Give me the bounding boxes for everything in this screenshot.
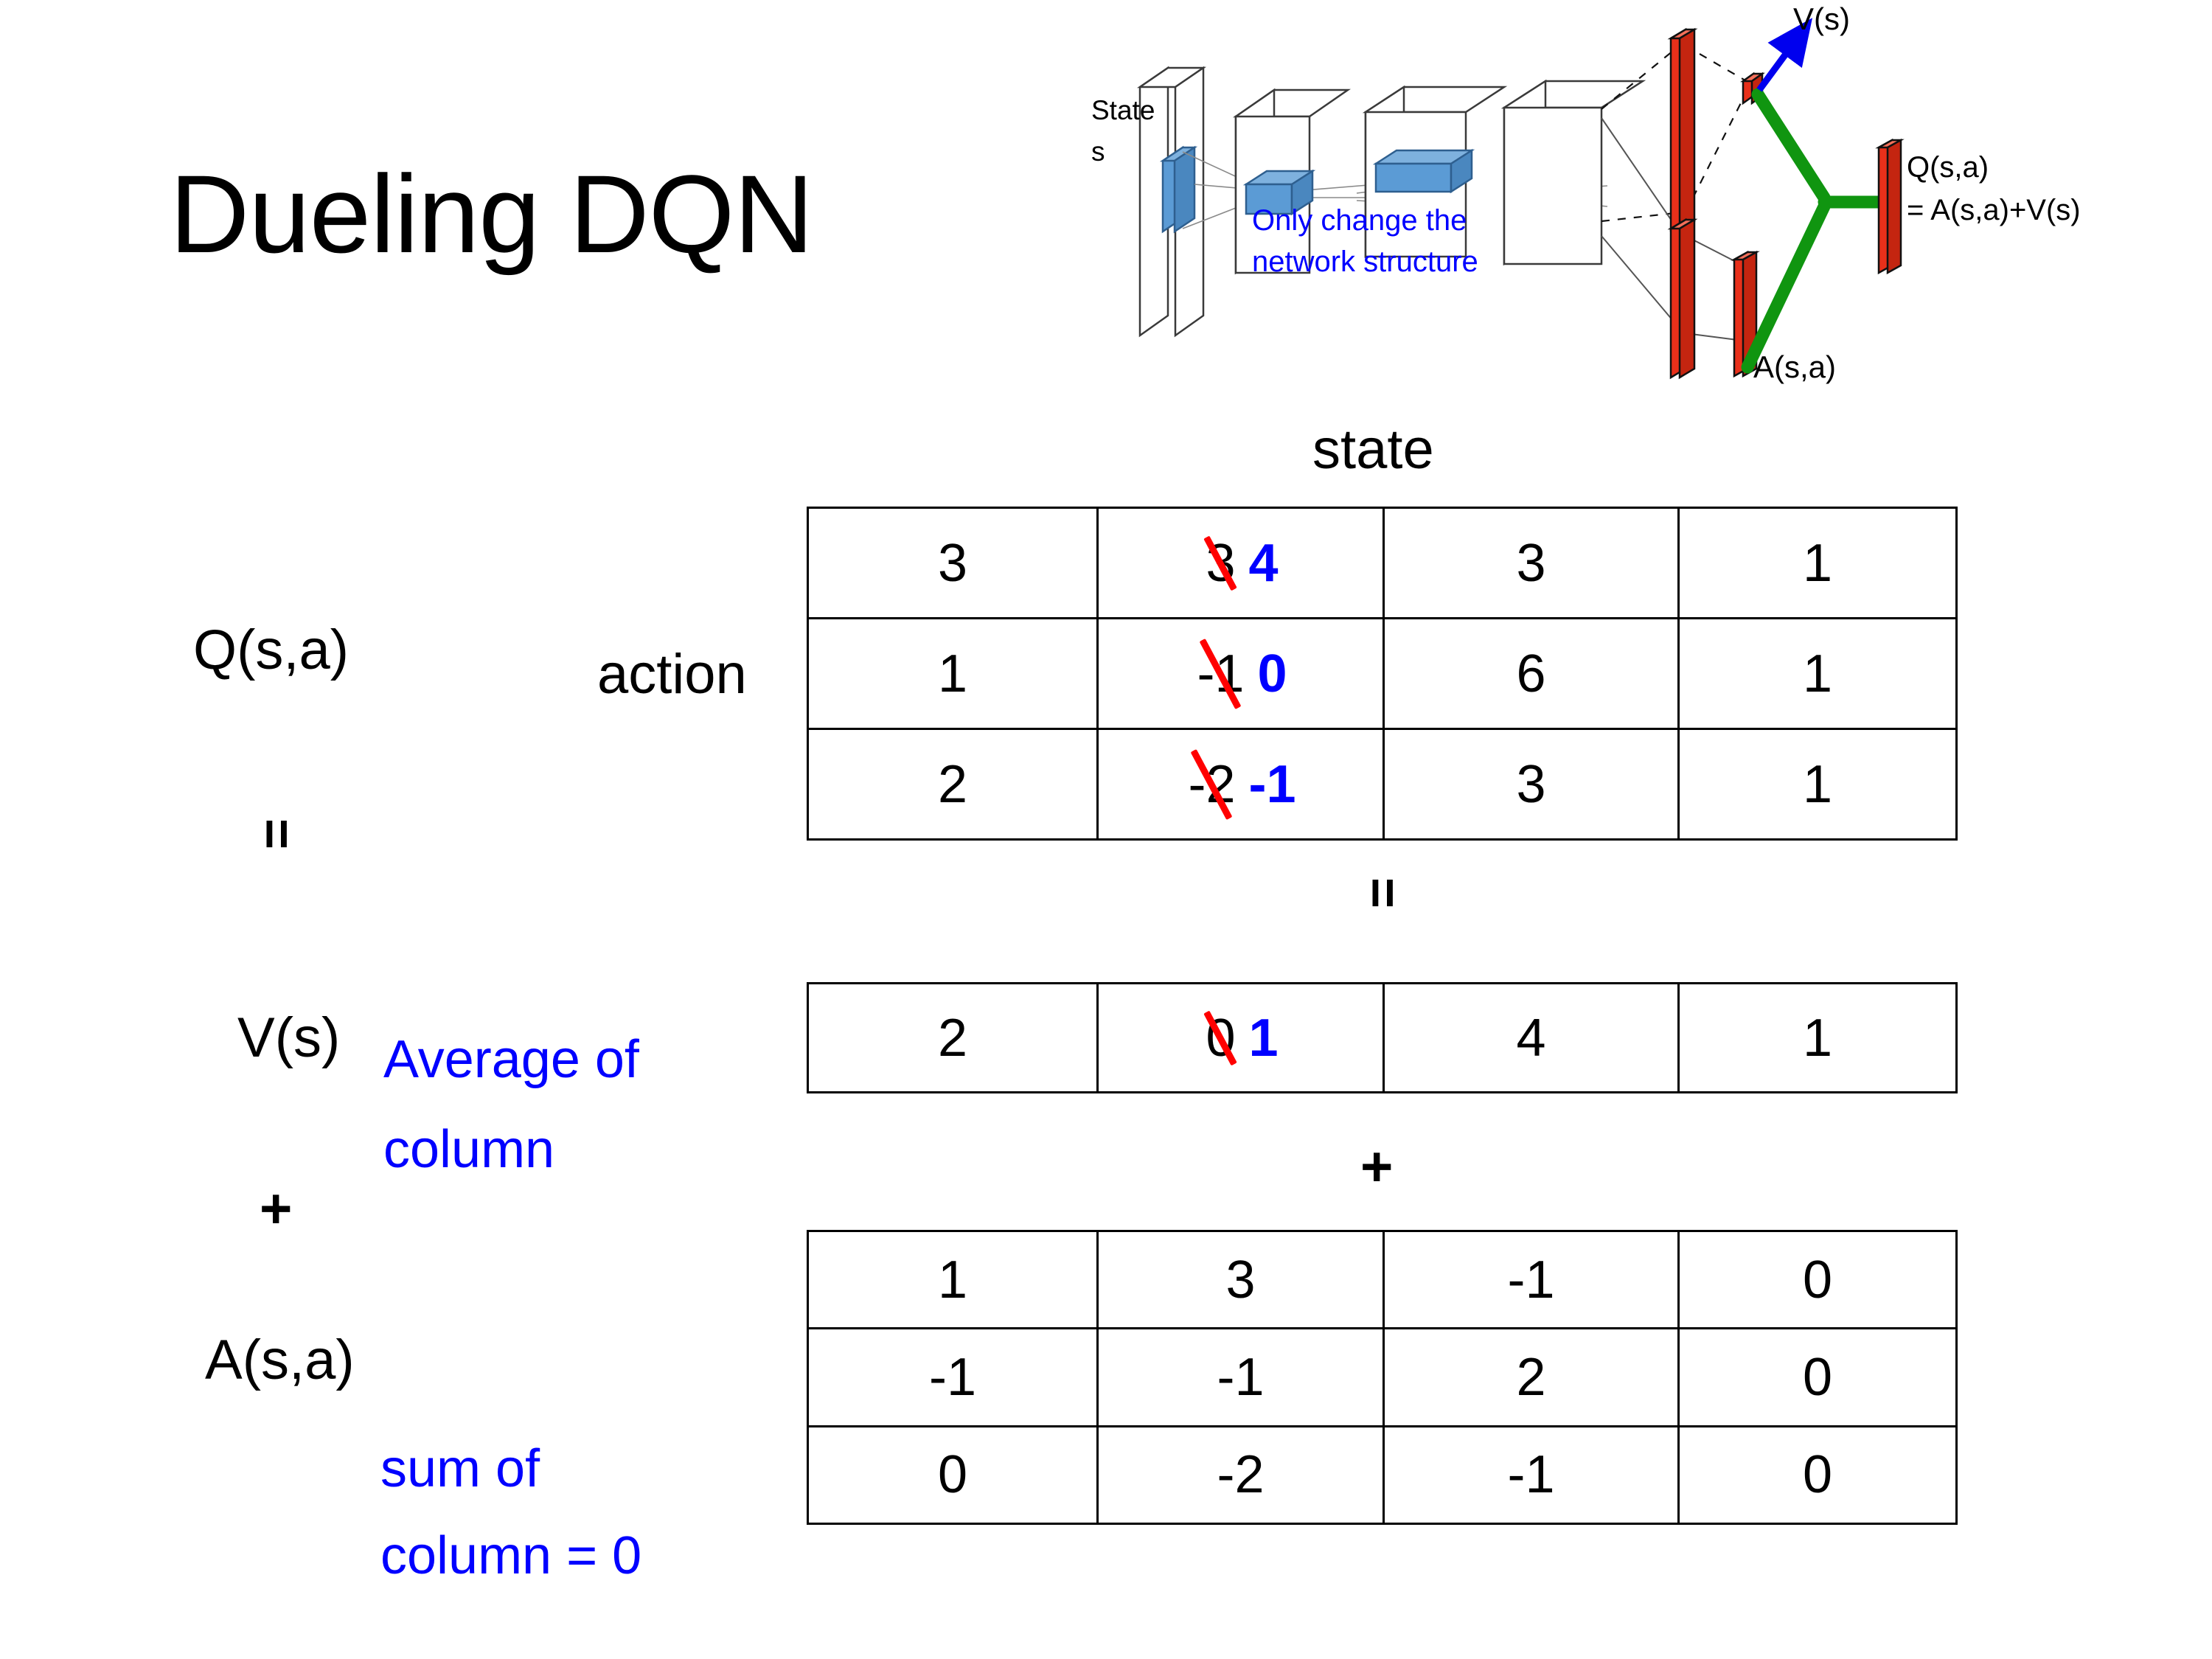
state-column-header: state bbox=[1312, 418, 1434, 481]
average-of-column-note-line1: Average of bbox=[383, 1030, 639, 1089]
cell-value: -1 bbox=[1507, 1250, 1555, 1310]
cell-value: 2 bbox=[937, 1008, 968, 1068]
a-cell-r1c3: 0 bbox=[1677, 1327, 1958, 1427]
cell-value: 6 bbox=[1516, 644, 1546, 703]
diagram-q-label-line1: Q(s,a) bbox=[1907, 151, 1989, 184]
cell-value: -2 bbox=[1217, 1445, 1265, 1505]
a-cell-r2c2: -1 bbox=[1382, 1425, 1680, 1526]
cell-value-struck: 3 bbox=[1203, 533, 1238, 594]
average-of-column-note-line2: column bbox=[383, 1120, 555, 1179]
a-cell-r2c1: -2 bbox=[1096, 1425, 1385, 1526]
a-table: 1 3 -1 0 -1 -1 2 bbox=[807, 1229, 1958, 1526]
a-cell-r1c2: 2 bbox=[1382, 1327, 1680, 1427]
table-row: 2 -2 -1 3 1 bbox=[807, 728, 1958, 841]
action-row-header: action bbox=[597, 643, 747, 706]
cell-value: -1 bbox=[1507, 1445, 1555, 1505]
cell-value: -1 bbox=[1217, 1347, 1265, 1407]
page-title: Dueling DQN bbox=[170, 152, 814, 276]
q-cell-r2c1: -2 -1 bbox=[1096, 728, 1385, 841]
diagram-note-line1: Only change the bbox=[1252, 204, 1467, 237]
cell-value: 1 bbox=[1802, 533, 1833, 593]
cell-value-struck: -2 bbox=[1185, 754, 1238, 815]
diagram-advantage-label: A(s,a) bbox=[1753, 349, 1836, 384]
cell-value: 4 bbox=[1516, 1008, 1546, 1068]
cell-value: 0 bbox=[1802, 1347, 1833, 1407]
v-cell-c0: 2 bbox=[807, 982, 1099, 1093]
a-cell-r1c1: -1 bbox=[1096, 1327, 1385, 1427]
table-row: 3 3 4 3 1 bbox=[807, 507, 1958, 619]
table-row: 0 -2 -1 0 bbox=[807, 1425, 1958, 1526]
diagram-value-label: V(s) bbox=[1793, 1, 1850, 36]
cell-value: -1 bbox=[928, 1347, 977, 1407]
q-cell-r1c1: -1 0 bbox=[1096, 617, 1385, 730]
sum-of-column-note-line1: sum of bbox=[380, 1439, 540, 1498]
v-table: 2 0 1 4 1 bbox=[807, 982, 1958, 1093]
q-cell-r1c0: 1 bbox=[807, 617, 1099, 730]
q-cell-r0c2: 3 bbox=[1382, 507, 1680, 619]
a-cell-r2c3: 0 bbox=[1677, 1425, 1958, 1526]
equals-sign-q-decomposition: = bbox=[247, 818, 306, 850]
table-row: 1 -1 0 6 1 bbox=[807, 617, 1958, 730]
v-cell-c1: 0 1 bbox=[1096, 982, 1385, 1093]
cell-value: 2 bbox=[1516, 1347, 1546, 1407]
cell-value-new: 1 bbox=[1248, 1008, 1279, 1068]
cell-value-struck: 0 bbox=[1203, 1008, 1238, 1068]
a-cell-r2c0: 0 bbox=[807, 1425, 1099, 1526]
cell-value: 1 bbox=[937, 644, 968, 703]
q-table-label: Q(s,a) bbox=[193, 619, 349, 681]
equals-sign-between-tables: = bbox=[1353, 877, 1412, 909]
cell-value-new: 0 bbox=[1257, 644, 1287, 703]
cell-value: 3 bbox=[937, 533, 968, 593]
sum-of-column-note-line2: column = 0 bbox=[380, 1526, 642, 1585]
diagram-q-label-line2: = A(s,a)+V(s) bbox=[1907, 194, 2081, 226]
cell-value-struck: -1 bbox=[1194, 644, 1247, 704]
table-row: 2 0 1 4 1 bbox=[807, 982, 1958, 1093]
cell-value-new: 4 bbox=[1248, 533, 1279, 593]
cell-value: 1 bbox=[1802, 1008, 1833, 1068]
a-table-label: A(s,a) bbox=[205, 1329, 355, 1391]
q-cell-r0c1: 3 4 bbox=[1096, 507, 1385, 619]
cell-value: 0 bbox=[1802, 1445, 1833, 1505]
cell-value: 3 bbox=[1516, 533, 1546, 593]
diagram-note-line2: network structure bbox=[1252, 246, 1478, 278]
q-cell-r0c3: 1 bbox=[1677, 507, 1958, 619]
q-cell-r0c0: 3 bbox=[807, 507, 1099, 619]
q-cell-r2c3: 1 bbox=[1677, 728, 1958, 841]
q-table: 3 3 4 3 1 1 bbox=[807, 507, 1958, 841]
dueling-network-diagram: State s Only change the network structur… bbox=[1091, 0, 2212, 413]
q-cell-r1c2: 6 bbox=[1382, 617, 1680, 730]
cell-value: 1 bbox=[1802, 754, 1833, 814]
plus-sign-left: + bbox=[260, 1178, 293, 1240]
diagram-state-label-line2: s bbox=[1091, 136, 1105, 167]
table-row: 1 3 -1 0 bbox=[807, 1229, 1958, 1330]
cell-value: 0 bbox=[937, 1445, 968, 1505]
cell-value: 2 bbox=[937, 754, 968, 814]
cell-value-new: -1 bbox=[1248, 754, 1296, 814]
a-cell-r0c3: 0 bbox=[1677, 1229, 1958, 1330]
cell-value: 1 bbox=[1802, 644, 1833, 703]
v-table-label: V(s) bbox=[237, 1006, 341, 1069]
diagram-state-label-line1: State bbox=[1091, 95, 1155, 125]
plus-sign-between-tables: + bbox=[1360, 1135, 1394, 1198]
cell-value: 1 bbox=[937, 1250, 968, 1310]
a-cell-r0c2: -1 bbox=[1382, 1229, 1680, 1330]
q-cell-r2c2: 3 bbox=[1382, 728, 1680, 841]
q-cell-r1c3: 1 bbox=[1677, 617, 1958, 730]
cell-value: 0 bbox=[1802, 1250, 1833, 1310]
a-cell-r1c0: -1 bbox=[807, 1327, 1099, 1427]
v-cell-c2: 4 bbox=[1382, 982, 1680, 1093]
q-cell-r2c0: 2 bbox=[807, 728, 1099, 841]
table-row: -1 -1 2 0 bbox=[807, 1327, 1958, 1427]
a-cell-r0c1: 3 bbox=[1096, 1229, 1385, 1330]
cell-value: 3 bbox=[1516, 754, 1546, 814]
v-cell-c3: 1 bbox=[1677, 982, 1958, 1093]
a-cell-r0c0: 1 bbox=[807, 1229, 1099, 1330]
cell-value: 3 bbox=[1225, 1250, 1256, 1310]
